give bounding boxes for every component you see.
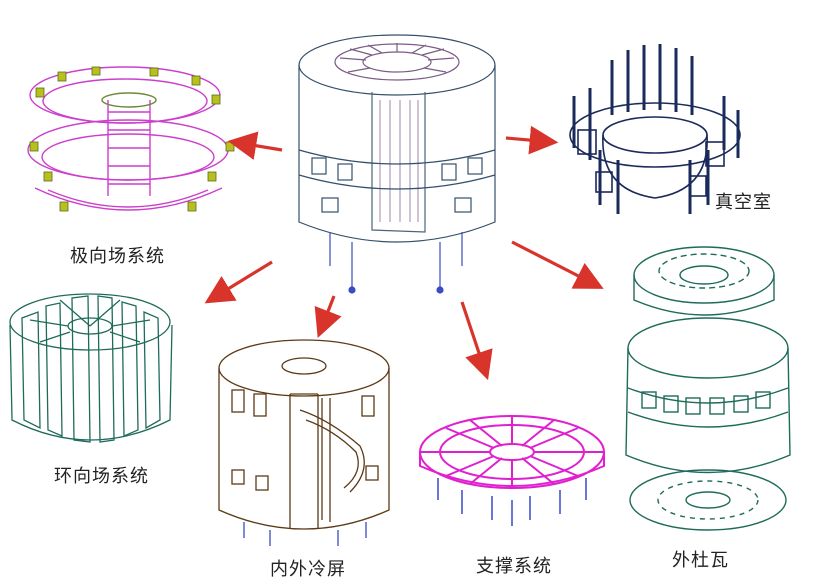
- arrow-to-shield: [314, 295, 342, 338]
- toroidal-field-system-drawing: [9, 293, 173, 443]
- label-poloidal-field-system: 极向场系统: [70, 246, 165, 267]
- label-thermal-shield: 内外冷屏: [270, 559, 346, 580]
- arrow-to-poloidal: [227, 131, 283, 160]
- vacuum-vessel-drawing: [569, 44, 741, 214]
- arrow-to-support: [460, 301, 493, 381]
- label-outer-dewar: 外杜瓦: [672, 550, 729, 571]
- support-system-drawing: [419, 415, 605, 526]
- arrow-to-dewar: [511, 240, 604, 289]
- poloidal-field-system-drawing: [27, 66, 235, 212]
- arrow-to-toroidal: [204, 260, 273, 304]
- center-device: [298, 34, 496, 294]
- arrow-to-vacuum: [505, 125, 559, 155]
- label-support-system: 支撑系统: [476, 556, 552, 577]
- label-vacuum-vessel: 真空室: [715, 192, 772, 213]
- label-toroidal-field-system: 环向场系统: [54, 466, 149, 487]
- thermal-shield-drawing: [218, 339, 390, 546]
- arrows: [204, 125, 604, 381]
- outer-dewar-drawing: [625, 246, 791, 531]
